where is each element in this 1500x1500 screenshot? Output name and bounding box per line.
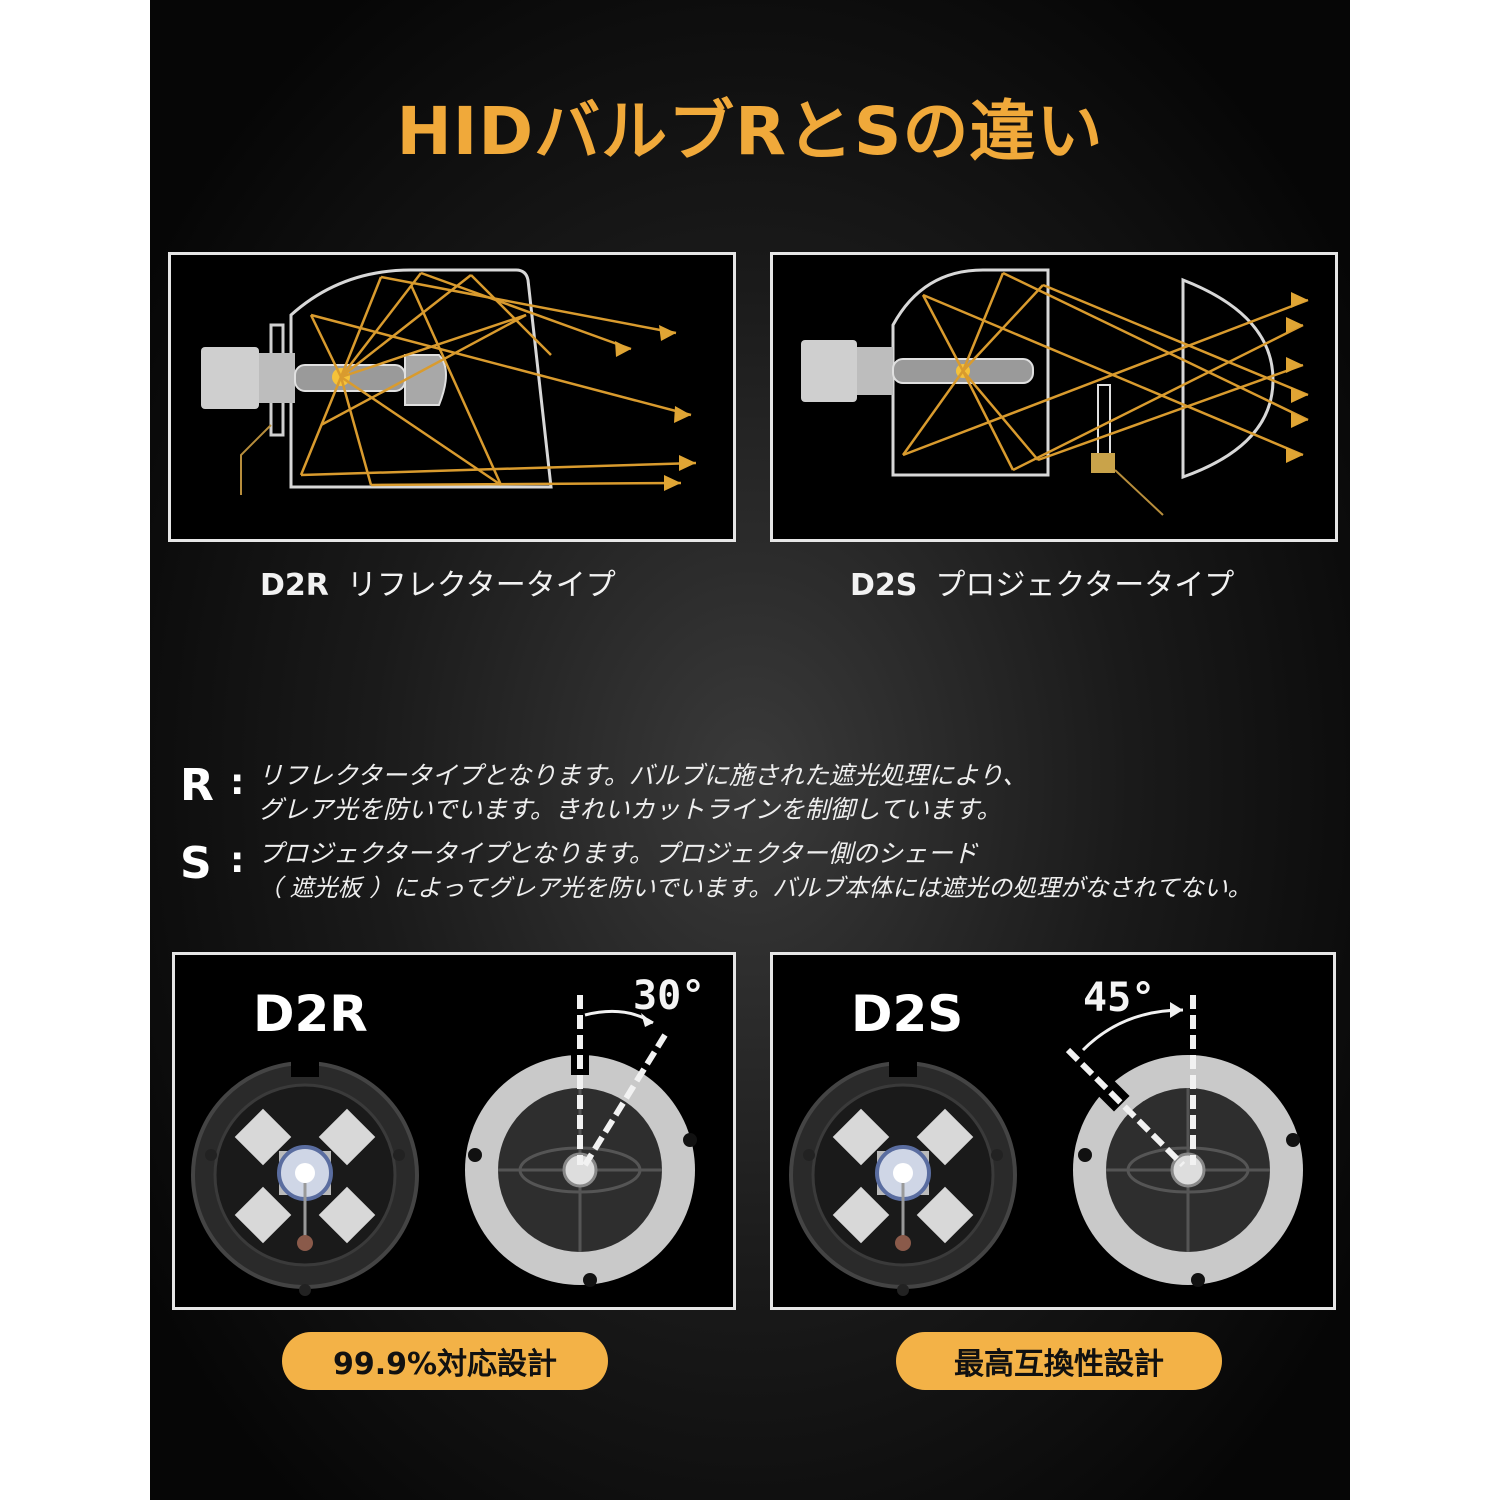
projector-code: D2S: [850, 568, 918, 603]
description-r-colon: :: [230, 762, 245, 803]
reflector-code: D2R: [260, 568, 329, 603]
product-poster: HIDバルブRとSの違い: [150, 0, 1350, 1500]
description-s-letter: S: [180, 838, 212, 889]
d2s-socket-panel: D2S 45°: [770, 952, 1336, 1310]
d2r-badge: 99.9%対応設計: [282, 1332, 608, 1390]
description-r: R : リフレクタータイプとなります。バルブに施された遮光処理により、 グレア光…: [180, 752, 1340, 832]
d2r-socket-panel: D2R 30°: [172, 952, 736, 1310]
reflector-caption: D2R リフレクタータイプ: [260, 560, 616, 604]
description-r-line-1: リフレクタータイプとなります。バルブに施された遮光処理により、: [258, 761, 1028, 790]
reflector-diagram: [201, 268, 697, 495]
description-r-line-2: グレア光を防いでいます。きれいカットラインを制御しています。: [258, 795, 1002, 824]
projector-diagram-panel: [770, 252, 1338, 542]
description-r-letter: R: [180, 760, 214, 811]
d2s-angle-label: 45°: [1083, 975, 1156, 1021]
d2r-socket-drawing: [191, 995, 697, 1296]
d2s-model-label: D2S: [851, 985, 964, 1043]
page-title: HIDバルブRとSの違い: [396, 93, 1104, 170]
d2s-socket-drawing: [789, 995, 1303, 1296]
description-s-colon: :: [230, 840, 245, 881]
description-s-line-1: プロジェクタータイプとなります。プロジェクター側のシェード: [258, 839, 978, 868]
projector-caption: D2S プロジェクタータイプ: [850, 560, 1234, 604]
d2s-badge: 最高互換性設計: [896, 1332, 1222, 1390]
description-s: S : プロジェクタータイプとなります。プロジェクター側のシェード （ 遮光板 …: [180, 830, 1340, 910]
d2r-model-label: D2R: [253, 985, 368, 1043]
d2r-angle-label: 30°: [633, 973, 706, 1019]
description-s-line-2: （ 遮光板 ）によってグレア光を防いでいます。バルブ本体には遮光の処理がなされて…: [258, 874, 1252, 902]
reflector-diagram-panel: [168, 252, 736, 542]
projector-kind: プロジェクタータイプ: [935, 568, 1235, 603]
projector-diagram: [801, 268, 1309, 516]
reflector-kind: リフレクタータイプ: [346, 568, 616, 603]
